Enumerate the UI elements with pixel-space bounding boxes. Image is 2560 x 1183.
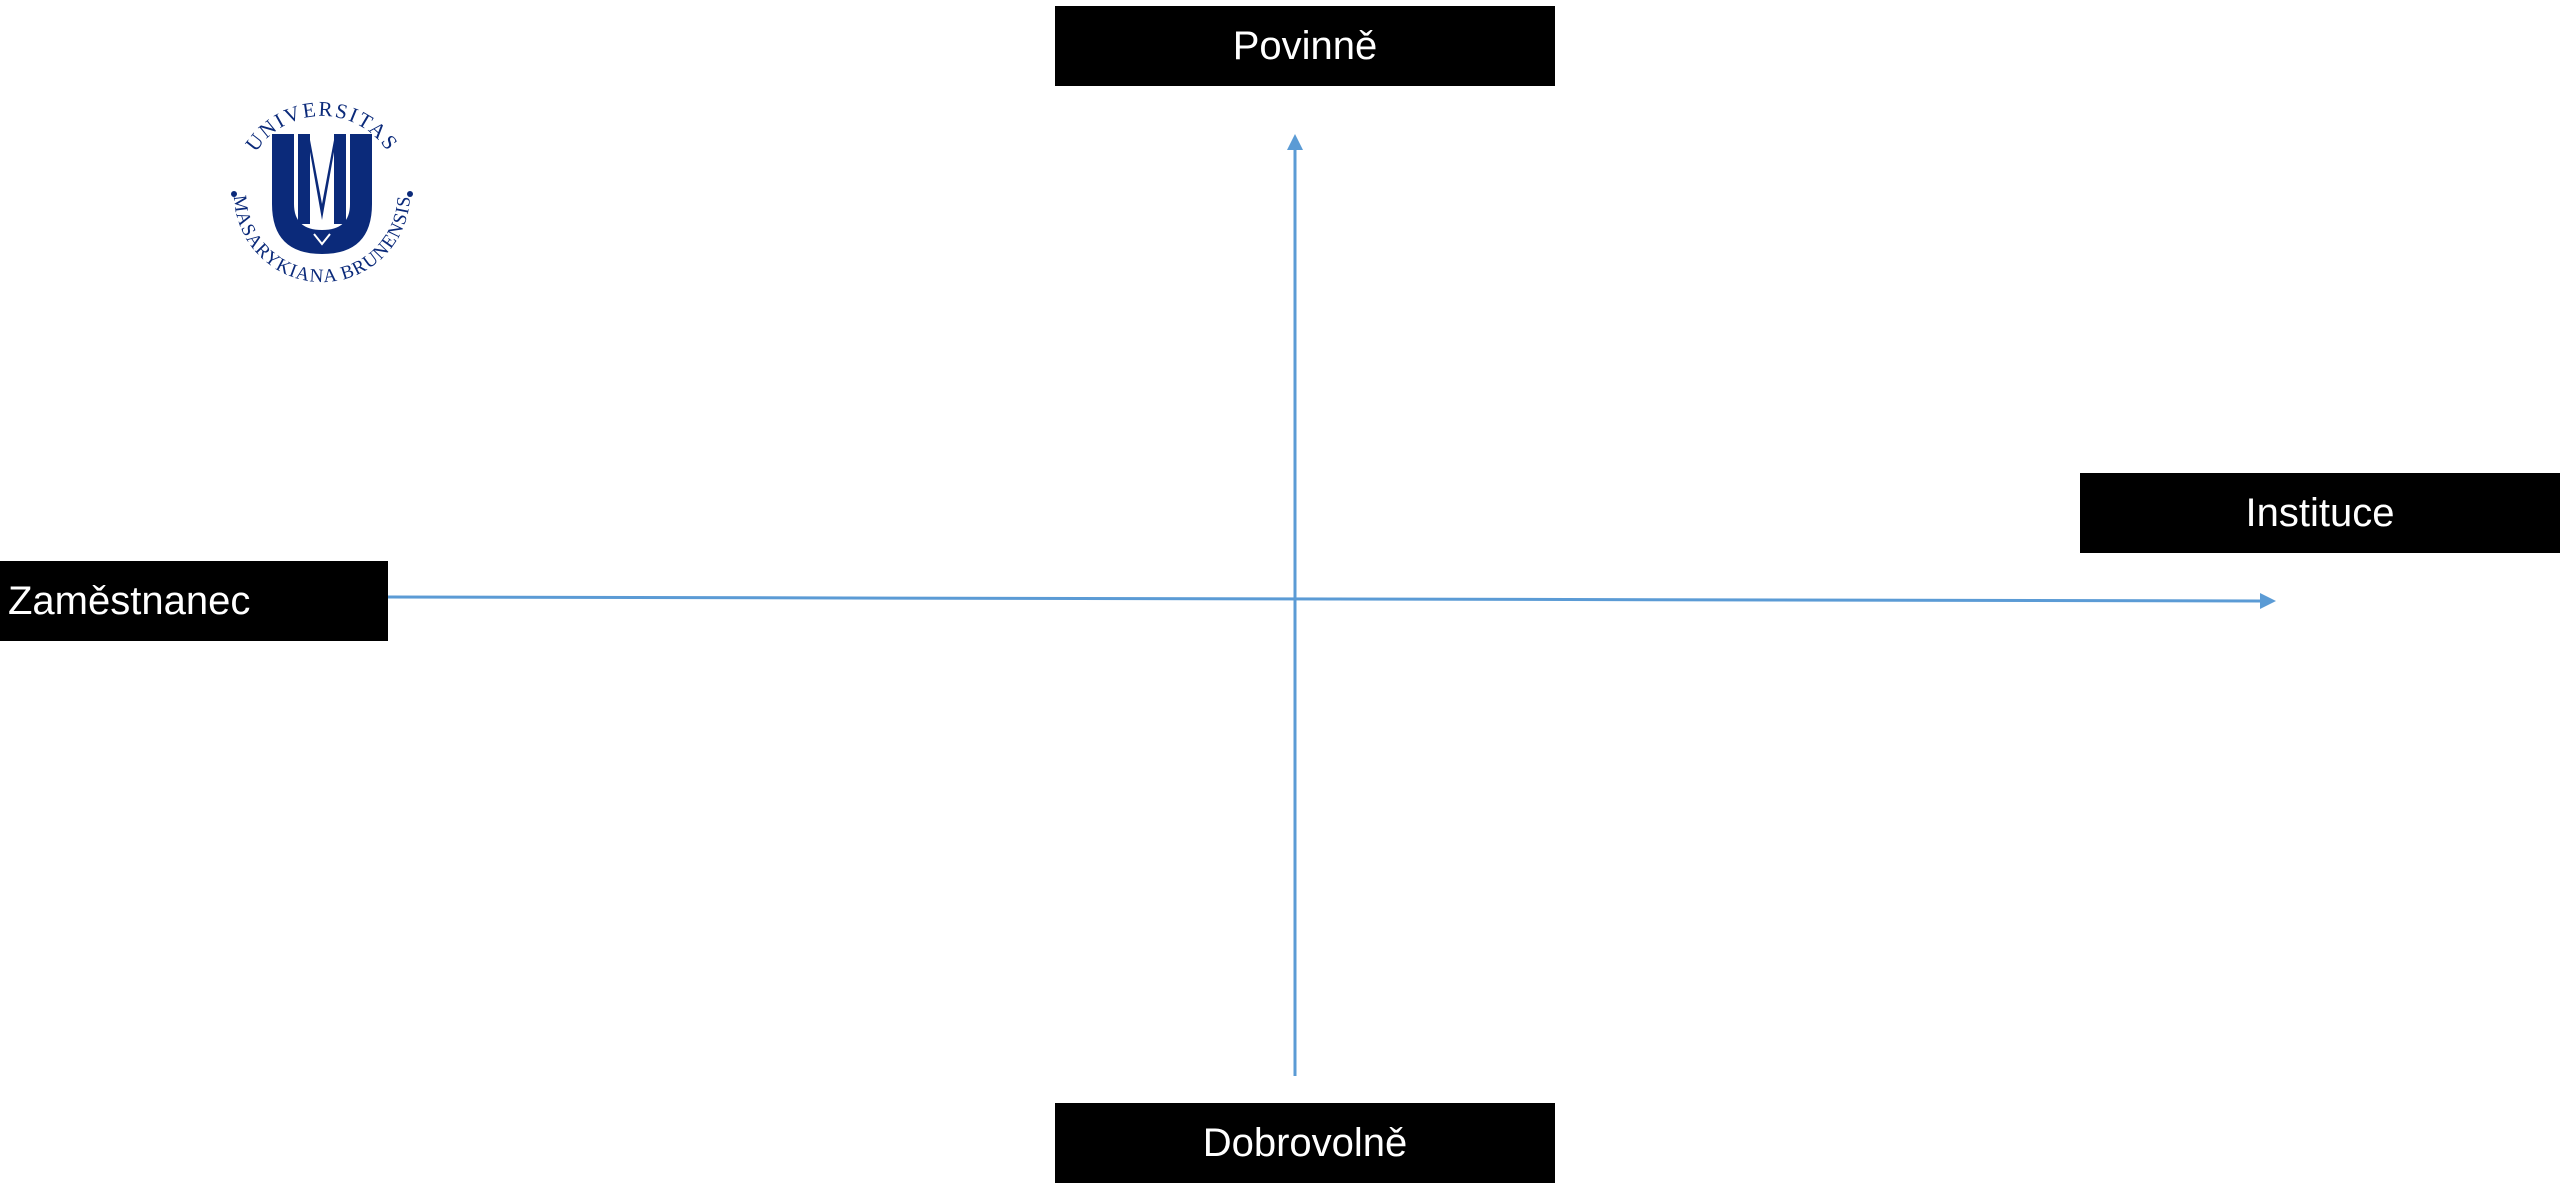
axis-label-bottom: Dobrovolně: [1055, 1103, 1555, 1183]
axis-label-bottom-text: Dobrovolně: [1202, 1121, 1408, 1165]
monogram-m-icon: [272, 134, 372, 254]
axis-label-left: Zaměstnanec: [0, 561, 388, 641]
axis-label-top: Povinně: [1055, 6, 1555, 86]
horizontal-axis: [387, 595, 2263, 603]
axis-label-right-text: Instituce: [2245, 491, 2395, 535]
axis-label-right: Instituce: [2080, 473, 2560, 553]
vertical-axis-arrowhead: [1287, 134, 1303, 150]
horizontal-axis-arrowhead: [2260, 593, 2276, 609]
university-seal-logo: UNIVERSITAS MASARYKIANA BRUNENSIS: [229, 97, 415, 288]
axis-label-left-text: Zaměstnanec: [8, 579, 251, 623]
axis-label-top-text: Povinně: [1232, 24, 1378, 68]
